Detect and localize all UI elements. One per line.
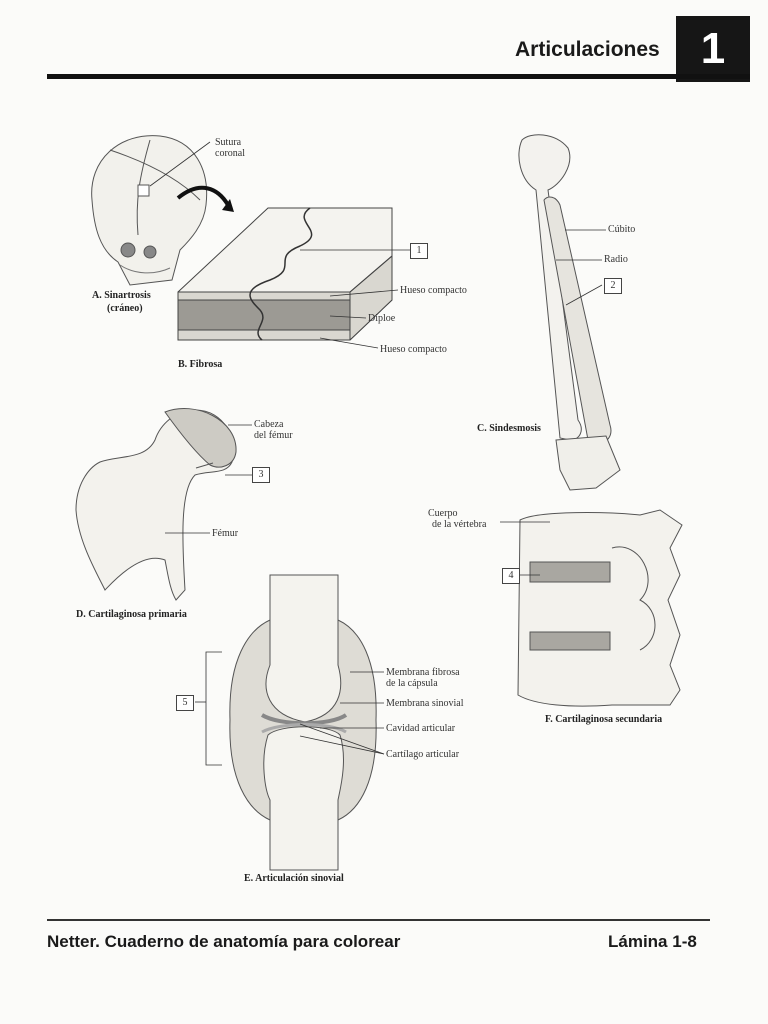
caption-a-line2: (cráneo) [107,303,143,314]
label-articular-cartilage: Cartílago articular [386,749,460,760]
label-radius: Radio [604,254,628,265]
label-joint-cavity: Cavidad articular [386,723,456,734]
number-box-2: 2 [604,278,622,294]
label-ulna: Cúbito [608,224,636,235]
label-compact-bone-top: Hueso compacto [400,285,467,296]
number-box-4: 4 [502,568,520,584]
label-vertebral-body-1: Cuerpo [428,508,458,519]
number-box-5: 5 [176,695,194,711]
forearm-illustration [518,134,621,491]
page-title: Articulaciones [515,38,660,61]
caption-e: E. Articulación sinovial [244,873,344,884]
label-compact-bone-bottom: Hueso compacto [380,344,447,355]
vertebrae-illustration [517,509,683,707]
label-synovial-membrane: Membrana sinovial [386,698,464,709]
header-rule [47,74,750,79]
caption-a-line1: A. Sinartrosis [92,290,151,301]
footer-book-title: Netter. Cuaderno de anatomía para colore… [47,932,401,951]
footer-rule [47,919,710,921]
label-fibrous-capsule-1: Membrana fibrosa [386,667,460,678]
caption-d: D. Cartilaginosa primaria [76,609,187,620]
number-box-3: 3 [252,467,270,483]
femur-illustration [75,408,237,601]
arrow-icon [176,185,230,207]
label-coronal-suture-1: Sutura [215,137,242,148]
caption-f: F. Cartilaginosa secundaria [545,714,663,725]
chapter-number: 1 [676,16,750,82]
label-femur: Fémur [212,528,239,539]
skull-illustration [91,135,208,286]
synovial-joint-illustration [229,574,377,871]
caption-b: B. Fibrosa [178,359,223,370]
number-box-1: 1 [410,243,428,259]
label-fibrous-capsule-2: de la cápsula [386,678,438,689]
label-femur-head-2: del fémur [254,430,293,441]
footer-plate-number: Lámina 1-8 [608,932,697,951]
caption-c: C. Sindesmosis [477,423,541,434]
label-coronal-suture-2: coronal [215,148,245,159]
label-diploe: Diploe [368,313,396,324]
suture-block-illustration [177,207,393,341]
label-femur-head-1: Cabeza [254,419,284,430]
arrowhead-icon [222,199,234,212]
label-vertebral-body-2: de la vértebra [432,519,487,530]
